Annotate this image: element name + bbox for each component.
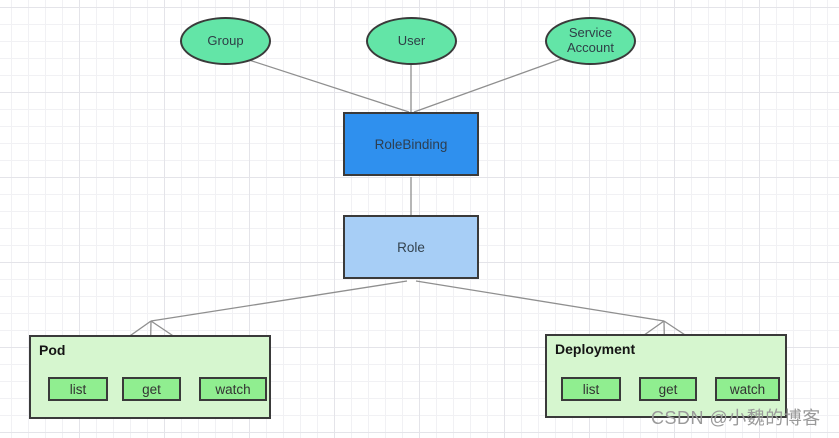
resource-group-deployment: Deployment list get watch bbox=[545, 334, 787, 418]
pod-label: Pod bbox=[39, 342, 66, 358]
deployment-permission-list: list bbox=[561, 377, 621, 401]
pod-permission-list: list bbox=[48, 377, 108, 401]
csdn-watermark: CSDN @小魏的博客 bbox=[651, 408, 821, 428]
node-group-label: Group bbox=[207, 32, 244, 48]
pod-permission-watch: watch bbox=[199, 377, 267, 401]
node-user-label: User bbox=[397, 32, 426, 48]
resource-group-pod: Pod list get watch bbox=[29, 335, 271, 419]
node-service-account-label: Service Account bbox=[567, 25, 614, 55]
deployment-permission-get: get bbox=[639, 377, 697, 401]
node-rolebinding: RoleBinding bbox=[343, 112, 479, 176]
node-user: User bbox=[366, 17, 457, 65]
deployment-permission-watch: watch bbox=[715, 377, 780, 401]
node-group: Group bbox=[180, 17, 271, 65]
node-rolebinding-label: RoleBinding bbox=[374, 136, 448, 152]
node-role: Role bbox=[343, 215, 479, 279]
deployment-label: Deployment bbox=[555, 341, 636, 357]
pod-permission-get: get bbox=[122, 377, 181, 401]
node-service-account: Service Account bbox=[545, 17, 636, 65]
node-role-label: Role bbox=[397, 239, 425, 255]
